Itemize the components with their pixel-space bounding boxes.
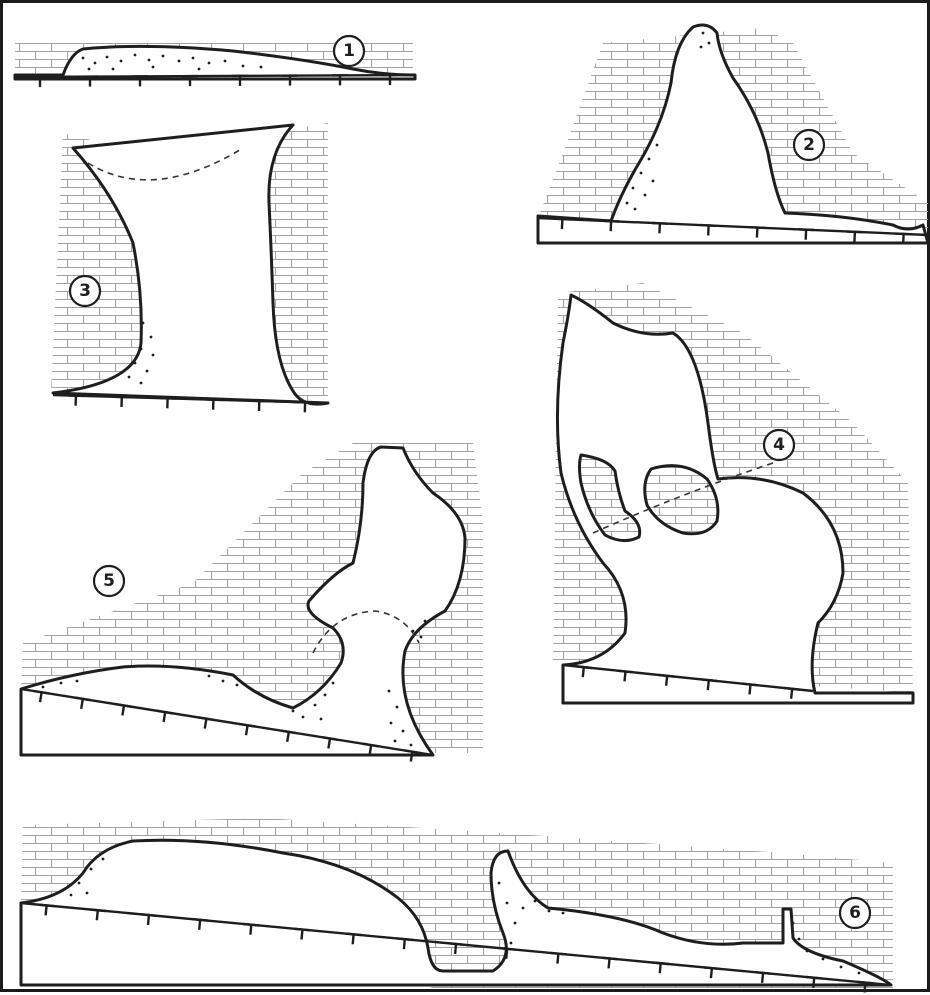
marker-3-label: 3 bbox=[79, 281, 91, 301]
floor-tick-stem bbox=[404, 939, 405, 949]
floor-tick-stem bbox=[813, 978, 814, 988]
floor-tick-stem bbox=[854, 232, 855, 242]
marker-2: 2 bbox=[794, 130, 824, 160]
marker-2-label: 2 bbox=[803, 135, 815, 155]
floor-tick-stem bbox=[609, 959, 610, 969]
floor-tick-stem bbox=[659, 223, 660, 233]
floor-tick-stem bbox=[506, 949, 507, 959]
floor-tick-stem bbox=[562, 219, 563, 229]
floor-tick-stem bbox=[455, 944, 456, 954]
marker-6: 6 bbox=[840, 898, 870, 928]
marker-3: 3 bbox=[70, 276, 100, 306]
floor-tick-stem bbox=[865, 983, 866, 993]
floor-tick-stem bbox=[708, 680, 709, 690]
floor-tick-stem bbox=[205, 719, 207, 729]
floor-tick-stem bbox=[246, 725, 248, 735]
floor-tick-stem bbox=[762, 973, 763, 983]
floor-tick-stem bbox=[557, 954, 558, 964]
floor-tick-stem bbox=[81, 699, 83, 709]
floor-tick-stem bbox=[757, 228, 758, 238]
floor-tick-stem bbox=[660, 963, 661, 973]
marker-1-label: 1 bbox=[343, 41, 355, 61]
floor-tick-stem bbox=[199, 920, 200, 930]
floor-tick-stem bbox=[411, 752, 413, 762]
floor-tick-stem bbox=[353, 934, 354, 944]
floor-tick-stem bbox=[750, 685, 751, 695]
marker-5-label: 5 bbox=[103, 571, 115, 591]
cave-morphology-diagram: 1 2 3 4 5 6 bbox=[3, 3, 930, 995]
floor-tick-stem bbox=[148, 915, 149, 925]
floor-tick-stem bbox=[122, 706, 124, 716]
floor-tick-stem bbox=[46, 905, 47, 915]
floor-tick-stem bbox=[625, 672, 626, 682]
floor-tick-stem bbox=[583, 667, 584, 677]
marker-4-label: 4 bbox=[773, 435, 785, 455]
floor-tick-stem bbox=[328, 739, 330, 749]
floor-tick-stem bbox=[164, 712, 166, 722]
floor-tick-stem bbox=[250, 925, 251, 935]
floor-tick-stem bbox=[711, 968, 712, 978]
floor-tick-stem bbox=[287, 732, 289, 742]
marker-1: 1 bbox=[334, 36, 364, 66]
floor-tick-stem bbox=[791, 689, 792, 699]
floor-tick-stem bbox=[666, 676, 667, 686]
floor-tick-stem bbox=[97, 910, 98, 920]
floor-tick-stem bbox=[40, 692, 42, 702]
floor-tick-stem bbox=[302, 930, 303, 940]
floor-tick-stem bbox=[370, 745, 372, 755]
marker-4: 4 bbox=[764, 430, 794, 460]
marker-6-label: 6 bbox=[849, 903, 861, 923]
marker-5: 5 bbox=[94, 566, 124, 596]
